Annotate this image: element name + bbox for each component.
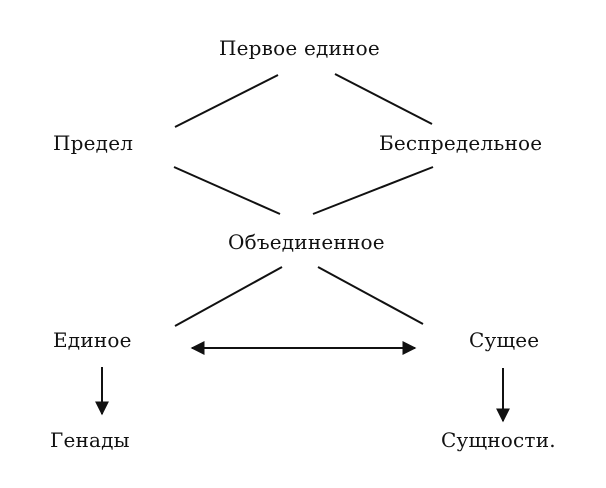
node-unlimited: Беспредельное: [379, 131, 543, 155]
edge-unlimited-to-unified: [312, 166, 434, 215]
node-one: Единое: [53, 328, 132, 352]
node-henads: Генады: [50, 428, 130, 452]
edge-unified-to-being: [317, 266, 424, 325]
node-limit: Предел: [53, 131, 134, 155]
node-essences: Сущности.: [441, 428, 556, 452]
edge-limit-to-unified: [173, 166, 281, 215]
node-being: Сущее: [469, 328, 540, 352]
edge-unified-to-one: [174, 266, 283, 327]
node-unified: Объединенное: [228, 230, 385, 254]
edge-first-one-to-limit: [174, 74, 279, 128]
edge-first-one-to-unlimited: [334, 73, 433, 125]
node-first-one: Первое единое: [219, 36, 380, 60]
